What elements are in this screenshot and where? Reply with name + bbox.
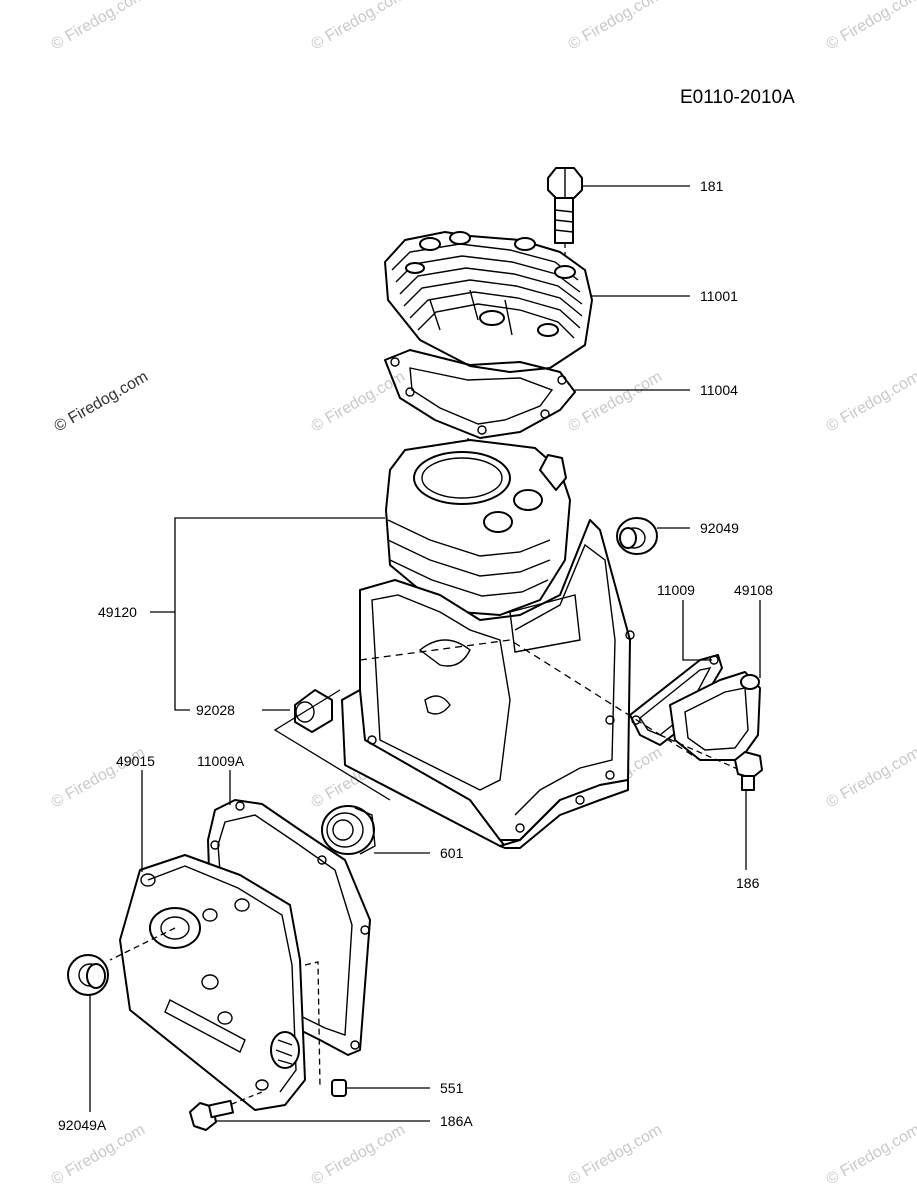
bearing-601-drawing[interactable] xyxy=(321,805,376,855)
pin-551-drawing[interactable] xyxy=(304,961,347,1097)
watermark: © Firedog.com xyxy=(824,0,917,53)
watermark: © Firedog.com xyxy=(566,368,666,435)
label-551[interactable]: 551 xyxy=(440,1080,464,1096)
label-186[interactable]: 186 xyxy=(736,875,760,891)
watermark: © Firedog.com xyxy=(824,1121,917,1188)
part-labels: 181 11001 11004 92049 49120 11009 49108 … xyxy=(58,178,773,1133)
crankcase-cover-drawing[interactable] xyxy=(109,854,306,1111)
label-11009A[interactable]: 11009A xyxy=(197,753,245,769)
label-49120[interactable]: 49120 xyxy=(98,604,137,620)
label-601[interactable]: 601 xyxy=(440,845,464,861)
alignment-lines xyxy=(273,639,701,801)
bolt-186-drawing[interactable] xyxy=(734,751,763,791)
label-92049A[interactable]: 92049A xyxy=(58,1117,107,1133)
watermark: © Firedog.com xyxy=(566,1121,666,1188)
label-49108[interactable]: 49108 xyxy=(734,582,773,598)
oil-seal-92049A-drawing[interactable] xyxy=(67,954,109,996)
watermark: © Firedog.com xyxy=(309,1121,409,1188)
label-49015[interactable]: 49015 xyxy=(116,753,155,769)
watermark: © Firedog.com xyxy=(49,0,149,53)
label-92028[interactable]: 92028 xyxy=(196,702,235,718)
cylinder-head-drawing[interactable] xyxy=(384,231,593,373)
label-11004[interactable]: 11004 xyxy=(700,382,738,398)
watermark: © Firedog.com xyxy=(309,0,409,53)
watermark: © Firedog.com xyxy=(52,368,152,435)
label-11009[interactable]: 11009 xyxy=(657,582,695,598)
bolt-181-drawing[interactable] xyxy=(547,167,583,268)
watermark: © Firedog.com xyxy=(824,744,917,811)
leader-lines xyxy=(89,185,761,1122)
label-186A[interactable]: 186A xyxy=(440,1113,473,1129)
oil-seal-92049-drawing[interactable] xyxy=(616,517,658,555)
watermark: © Firedog.com xyxy=(566,0,666,53)
bolt-186A-drawing[interactable] xyxy=(189,1091,263,1131)
head-gasket-drawing[interactable] xyxy=(384,349,576,471)
cylinder-block-drawing[interactable] xyxy=(341,439,635,849)
label-92049[interactable]: 92049 xyxy=(700,520,739,536)
cover-49108-drawing[interactable] xyxy=(659,671,761,771)
label-11001[interactable]: 11001 xyxy=(700,288,738,304)
diagram-code: E0110-2010A xyxy=(680,87,795,108)
bushing-92028-drawing[interactable] xyxy=(294,689,333,733)
watermark: © Firedog.com xyxy=(824,368,917,435)
label-181[interactable]: 181 xyxy=(700,178,724,194)
